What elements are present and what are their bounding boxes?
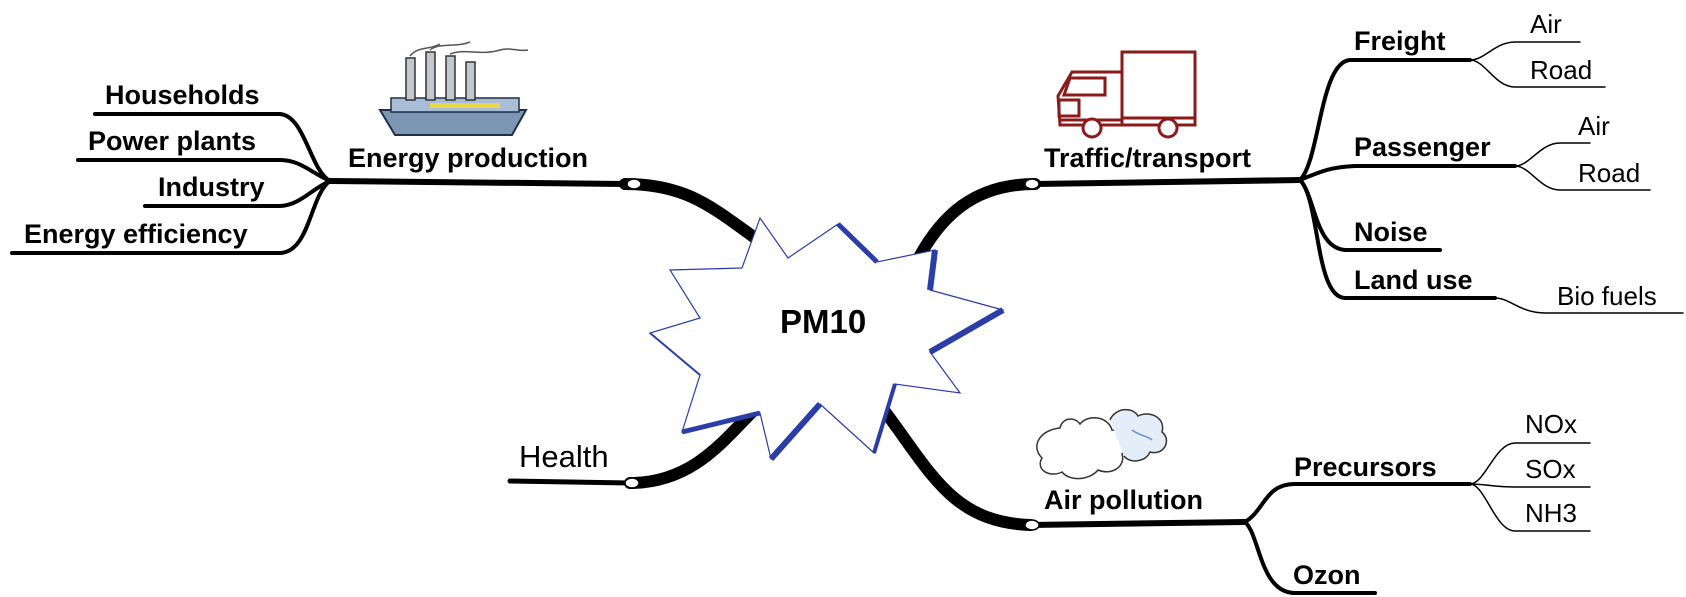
passenger-air-label: Air bbox=[1578, 111, 1610, 141]
traffic-junction-node bbox=[1024, 178, 1040, 190]
air-junction-node bbox=[1024, 519, 1040, 531]
energy-junction-node bbox=[626, 178, 642, 190]
truck-icon bbox=[1056, 50, 1197, 139]
branch-energy-production: Energy production Households Power plant… bbox=[10, 41, 771, 255]
air-main-line bbox=[874, 399, 1036, 531]
landuse-label: Land use bbox=[1354, 265, 1473, 295]
precursors-nox-label: NOx bbox=[1525, 409, 1577, 439]
traffic-main-line bbox=[909, 178, 1041, 271]
air-label: Air pollution bbox=[1044, 485, 1203, 515]
freight-air-label: Air bbox=[1530, 9, 1562, 39]
branch-traffic-transport: Traffic/transport Freight Air Road Passe… bbox=[909, 9, 1684, 314]
traffic-label: Traffic/transport bbox=[1044, 143, 1251, 173]
center-label: PM10 bbox=[780, 303, 866, 340]
freight-road-label: Road bbox=[1530, 55, 1592, 85]
health-label: Health bbox=[519, 439, 609, 474]
cloud-icon bbox=[1036, 408, 1168, 480]
energy-child-energy-efficiency: Energy efficiency bbox=[24, 219, 248, 249]
health-junction-node bbox=[624, 477, 640, 489]
energy-child-industry: Industry bbox=[158, 172, 265, 202]
ozon-label: Ozon bbox=[1293, 560, 1361, 590]
noise-label: Noise bbox=[1354, 217, 1428, 247]
energy-label: Energy production bbox=[348, 143, 588, 173]
precursors-label: Precursors bbox=[1294, 452, 1437, 482]
precursors-sox-label: SOx bbox=[1525, 454, 1576, 484]
factory-icon bbox=[378, 41, 529, 136]
passenger-road-label: Road bbox=[1578, 158, 1640, 188]
energy-main-line bbox=[619, 178, 771, 251]
energy-child-power-plants: Power plants bbox=[88, 126, 256, 156]
freight-label: Freight bbox=[1354, 26, 1446, 56]
passenger-label: Passenger bbox=[1354, 132, 1491, 162]
energy-child-households: Households bbox=[105, 80, 260, 110]
precursors-nh3-label: NH3 bbox=[1525, 498, 1577, 528]
central-topic: PM10 bbox=[648, 216, 1005, 461]
landuse-biofuels-label: Bio fuels bbox=[1557, 281, 1657, 311]
branch-air-pollution: Air pollution Precursors NOx SOx NH3 Ozo… bbox=[874, 399, 1591, 595]
